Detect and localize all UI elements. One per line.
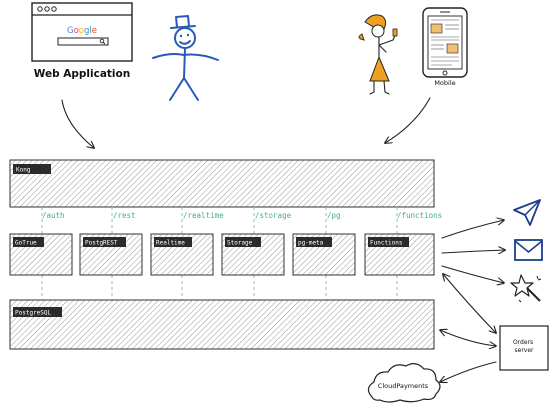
route-storage: /storage [255,211,292,220]
service-storage: Storage [221,233,285,276]
route-realtime: /realtime [183,211,224,220]
service-label: PostgREST [85,240,118,247]
service-label: GoTrue [15,240,37,247]
service-label: Functions [370,240,403,247]
service-gotrue: GoTrue [9,233,73,276]
cloudpayments-cloud: CloudPayments [367,363,441,403]
functions-to-telegram-arrow [441,220,504,239]
orders-server: Orders server [499,325,549,371]
orders-to-cloudpayments-arrow [440,361,497,382]
kong-label: Kong [16,167,31,174]
route-labels: /auth /rest /realtime /storage /pg /func… [42,211,442,220]
postgresql-label: PostgreSQL [15,310,52,317]
search-input [57,37,109,46]
service-label: Storage [227,240,253,247]
database-orders-arrow [440,330,496,346]
service-realtime: Realtime [150,233,214,276]
service-functions: Functions [364,233,435,276]
mobile-phone-icon [422,7,468,78]
magic-wand-icon [510,274,542,303]
service-db-connectors [41,275,398,300]
route-rest: /rest [113,211,136,220]
search-icon [99,38,106,45]
route-pg: /pg [327,211,341,220]
kong-service-connectors [41,207,398,234]
kong-gateway: Kong [9,159,435,208]
route-functions: /functions [397,211,442,220]
mobile-to-kong-arrow [385,97,431,143]
web-to-kong-arrow [61,99,94,148]
paper-plane-icon [513,199,541,226]
orders-server-label-line2: server [515,347,535,354]
functions-orders-arrow [443,274,496,333]
postgresql-database: PostgreSQL [9,299,435,350]
service-pg-meta: pg-meta [292,233,356,276]
functions-to-wand-arrow [441,265,504,283]
service-label: pg-meta [298,240,324,247]
service-postgrest: PostgREST [79,233,143,276]
functions-to-mail-arrow [441,250,505,253]
svg-text:Orders server: Orders server [513,339,535,354]
orders-server-label: Orders [513,339,533,346]
mail-icon [514,239,543,261]
google-logo: Google [67,26,97,36]
route-auth: /auth [42,211,65,220]
service-label: Realtime [156,240,185,247]
cloudpayments-label: CloudPayments [378,382,429,390]
stick-figure-icon [152,15,219,101]
mobile-label: Mobile [434,79,455,87]
web-browser-window: Google [31,2,133,62]
woman-figure-icon [358,14,398,95]
web-application-label: Web Application [34,68,130,80]
